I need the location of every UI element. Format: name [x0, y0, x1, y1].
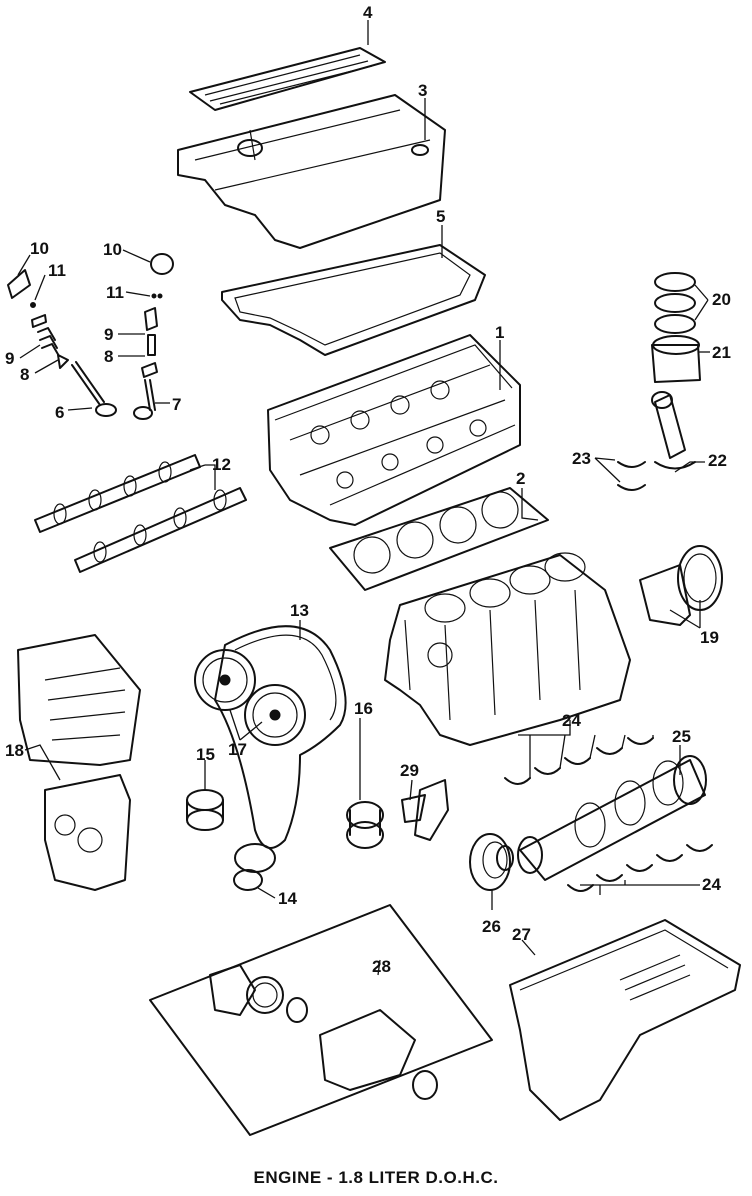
part-piston-rings — [651, 272, 701, 383]
callout-1: 1 — [495, 323, 504, 342]
callout-18: 18 — [5, 741, 24, 760]
callout-14: 14 — [278, 889, 297, 908]
part-valve-train-left — [7, 269, 117, 417]
part-timing-belt — [214, 625, 347, 849]
callout-26: 26 — [482, 917, 501, 936]
part-crank-pulley — [469, 833, 514, 891]
callout-10-left: 10 — [30, 239, 49, 258]
callout-7: 7 — [172, 395, 181, 414]
callout-8-left: 8 — [20, 365, 29, 384]
callout-6-left: 6 — [55, 403, 64, 422]
callout-labels: 4 3 5 1 2 10 11 9 8 6 10 11 9 8 7 12 13 … — [5, 3, 731, 976]
part-cover-plate — [189, 47, 386, 111]
callout-29: 29 — [400, 761, 419, 780]
callout-24-bottom: 24 — [702, 875, 721, 894]
callout-23: 23 — [572, 449, 591, 468]
callout-13: 13 — [290, 601, 309, 620]
callout-27: 27 — [512, 925, 531, 944]
part-engine-block — [384, 552, 631, 746]
callout-11-left: 11 — [48, 261, 66, 280]
leader-lines — [17, 20, 710, 976]
callout-10-right: 10 — [103, 240, 122, 259]
part-head-cover — [177, 94, 446, 249]
callout-12: 12 — [212, 455, 231, 474]
part-cam-sprockets — [194, 649, 306, 746]
part-oil-pump-bits — [401, 779, 449, 841]
callout-9-left: 9 — [5, 349, 14, 368]
callout-22: 22 — [708, 451, 727, 470]
part-crankshaft — [517, 755, 707, 881]
callout-9-right: 9 — [104, 325, 113, 344]
part-idler-pulley — [346, 801, 384, 849]
callout-25: 25 — [672, 727, 691, 746]
callout-16: 16 — [354, 699, 373, 718]
callout-24-top: 24 — [562, 711, 581, 730]
diagram-caption: ENGINE - 1.8 LITER D.O.H.C. — [253, 1168, 499, 1187]
callout-17: 17 — [228, 740, 247, 759]
part-crank-sprocket — [233, 843, 276, 891]
callout-8-right: 8 — [104, 347, 113, 366]
callout-21: 21 — [712, 343, 731, 362]
part-oil-pump-assembly — [149, 904, 493, 1136]
callout-20: 20 — [712, 290, 731, 309]
part-cylinder-head — [267, 334, 521, 526]
part-head-gasket — [329, 487, 549, 591]
callout-3: 3 — [418, 81, 427, 100]
part-cover-gasket — [221, 244, 486, 356]
callout-28: 28 — [372, 957, 391, 976]
part-tensioner-pulley — [186, 789, 224, 831]
part-connecting-rod — [617, 391, 696, 491]
part-valve-train-right — [133, 253, 174, 420]
part-rear-seal — [639, 545, 723, 626]
callout-5: 5 — [436, 207, 445, 226]
callout-4: 4 — [363, 3, 373, 22]
callout-11-right: 11 — [106, 283, 124, 302]
part-oil-pan — [509, 919, 741, 1121]
callout-2: 2 — [516, 469, 525, 488]
callout-19: 19 — [700, 628, 719, 647]
callout-15: 15 — [196, 745, 215, 764]
part-main-bearings — [504, 737, 713, 892]
part-timing-covers — [17, 634, 141, 891]
